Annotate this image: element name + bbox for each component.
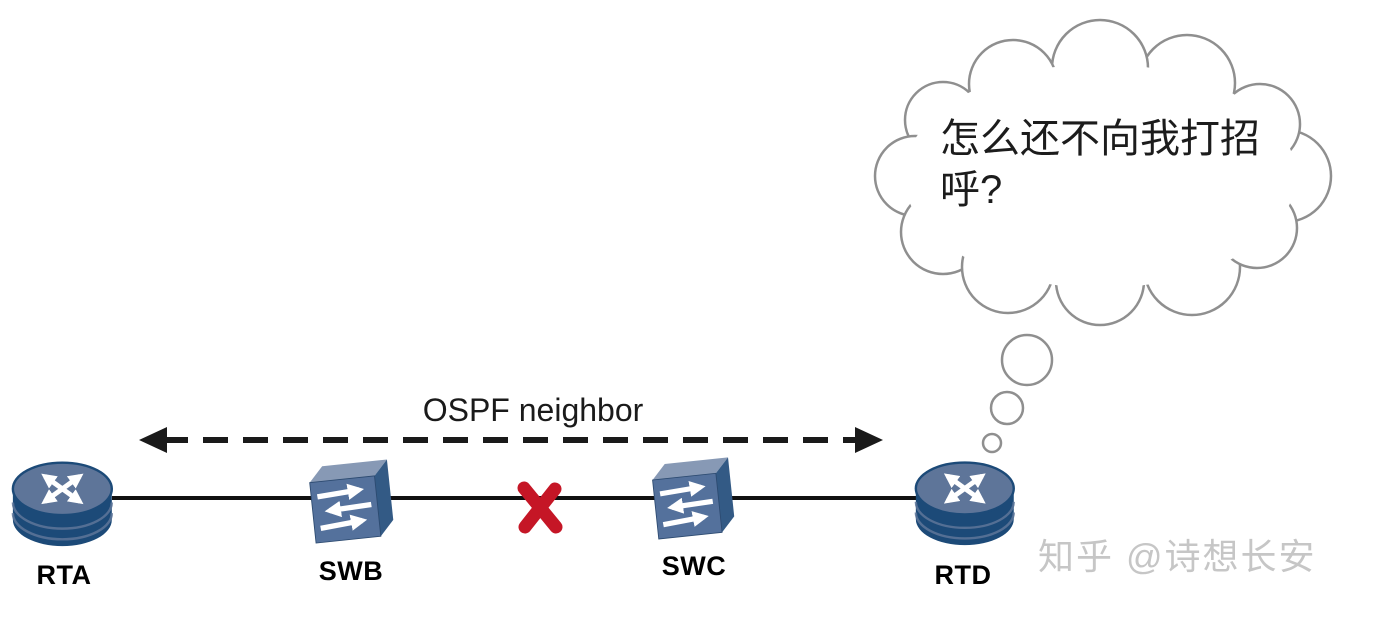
device-label-swc: SWC bbox=[661, 551, 727, 581]
ospf-neighbor-label: OSPF neighbor bbox=[422, 392, 644, 428]
device-label-rtd: RTD bbox=[934, 560, 992, 590]
arrowhead-left bbox=[139, 427, 167, 453]
arrowhead-right bbox=[855, 427, 883, 453]
device-label-swb: SWB bbox=[318, 556, 384, 586]
thought-bubble-trail bbox=[981, 333, 1054, 454]
thought-bubble-text: 怎么还不向我打招呼? bbox=[940, 117, 1260, 213]
router-icon-rtd bbox=[916, 463, 1014, 546]
switch-icon-swb bbox=[308, 460, 395, 544]
ospf-neighbor-dashed-arrow bbox=[139, 427, 883, 453]
thought-bubble-cloud bbox=[873, 18, 1333, 327]
watermark: 知乎 @诗想长安 bbox=[1038, 536, 1317, 577]
router-icon-rta bbox=[13, 463, 112, 546]
device-label-rta: RTA bbox=[36, 560, 92, 590]
broken-link-x-icon bbox=[517, 481, 563, 534]
switch-icon-swc bbox=[651, 457, 736, 539]
